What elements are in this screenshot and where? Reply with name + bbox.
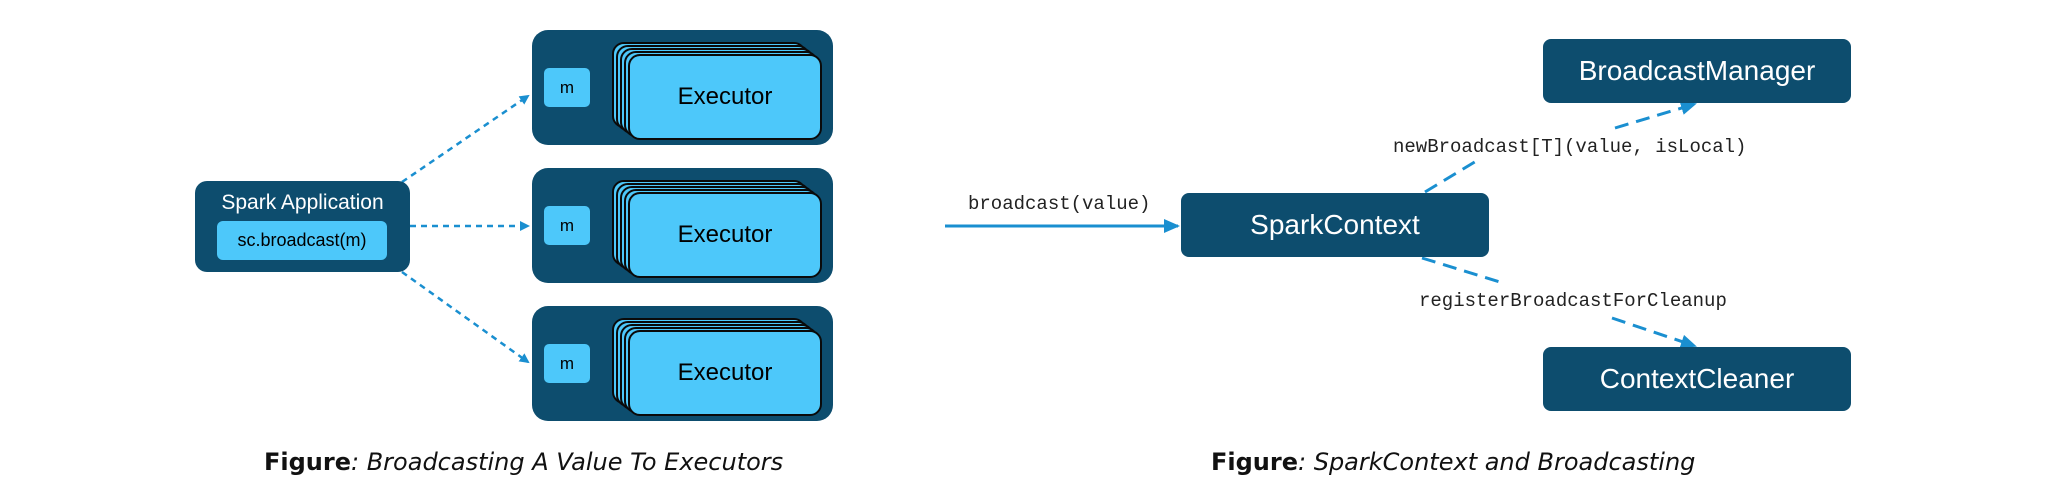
- arrow-to-contextcleaner-a: [1421, 256, 1501, 284]
- arrow-to-executor-3: [401, 270, 530, 364]
- m-box-2: m: [544, 206, 590, 245]
- m-box-1: m: [544, 68, 590, 107]
- registerbroadcast-edge-label: registerBroadcastForCleanup: [1419, 290, 1727, 312]
- arrow-to-broadcastmanager-a: [1424, 158, 1479, 194]
- arrow-to-broadcastmanager-b: [1614, 101, 1697, 130]
- broadcast-call-box: sc.broadcast(m): [217, 221, 387, 260]
- left-caption-text: : Broadcasting A Value To Executors: [351, 448, 784, 476]
- executor-card-1: Executor: [628, 54, 822, 140]
- m-box-3: m: [544, 344, 590, 383]
- broadcast-input-label: broadcast(value): [968, 193, 1151, 215]
- executor-card-2: Executor: [628, 192, 822, 278]
- executor-group-1: m Executor: [532, 30, 833, 145]
- right-caption-prefix: Figure: [1211, 448, 1298, 476]
- arrow-to-executor-1: [401, 94, 530, 184]
- sparkcontext-box: SparkContext: [1181, 193, 1489, 257]
- spark-application-label: Spark Application: [221, 191, 384, 214]
- contextcleaner-box: ContextCleaner: [1543, 347, 1851, 411]
- spark-application-box: Spark Application sc.broadcast(m): [195, 181, 410, 272]
- executor-group-2: m Executor: [532, 168, 833, 283]
- newbroadcast-edge-label: newBroadcast[T](value, isLocal): [1393, 136, 1747, 158]
- executor-label-2: Executor: [677, 221, 773, 248]
- broadcastmanager-box: BroadcastManager: [1543, 39, 1851, 103]
- right-figure-caption: Figure: SparkContext and Broadcasting: [1211, 448, 1695, 476]
- executor-label-3: Executor: [677, 359, 773, 386]
- left-figure-caption: Figure: Broadcasting A Value To Executor…: [264, 448, 783, 476]
- executor-card-3: Executor: [628, 330, 822, 416]
- executor-label-1: Executor: [677, 83, 773, 110]
- executor-group-3: m Executor: [532, 306, 833, 421]
- arrow-to-contextcleaner-b: [1611, 316, 1697, 349]
- right-caption-text: : SparkContext and Broadcasting: [1298, 448, 1696, 476]
- left-caption-prefix: Figure: [264, 448, 351, 476]
